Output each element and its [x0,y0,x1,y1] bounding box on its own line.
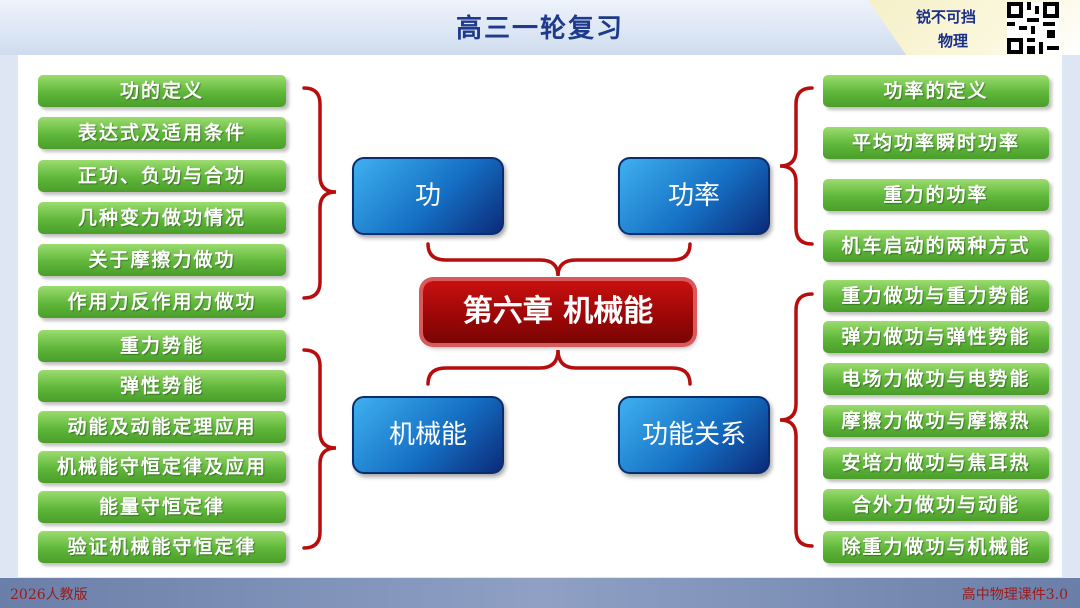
relation-item: 安培力做功与焦耳热 [823,447,1049,479]
power-item: 功率的定义 [823,75,1049,107]
relation-item: 摩擦力做功与摩擦热 [823,405,1049,437]
relation-item: 除重力做功与机械能 [823,531,1049,563]
relation-item: 弹力做功与弹性势能 [823,321,1049,353]
footer-bar [0,578,1080,608]
brand-line-1: 锐不可挡 [916,8,977,26]
hub-relation: 功能关系 [618,396,770,474]
energy-item: 弹性势能 [38,370,286,402]
footer-edition: 2026人教版 [10,587,88,603]
relation-item: 重力做功与重力势能 [823,280,1049,312]
page-title: 高三一轮复习 [455,14,624,44]
connector-bottom [426,349,692,386]
chapter-title: 第六章 机械能 [423,281,693,343]
energy-item: 重力势能 [38,330,286,362]
brace-work [302,86,337,300]
energy-item: 机械能守恒定律及应用 [38,451,286,483]
energy-item: 验证机械能守恒定律 [38,531,286,563]
connector-top [426,242,692,277]
hub-work: 功 [352,157,504,235]
hub-energy: 机械能 [352,396,504,474]
brace-energy [302,348,337,550]
work-item: 作用力反作用力做功 [38,286,286,318]
relation-item: 电场力做功与电势能 [823,363,1049,395]
work-item: 几种变力做功情况 [38,202,286,234]
relation-item: 合外力做功与动能 [823,489,1049,521]
power-item: 平均功率瞬时功率 [823,127,1049,159]
footer-course: 高中物理课件3.0 [961,587,1068,603]
work-item: 表达式及适用条件 [38,117,286,149]
hub-power: 功率 [618,157,770,235]
energy-item: 能量守恒定律 [38,491,286,523]
work-item: 关于摩擦力做功 [38,244,286,276]
work-item: 正功、负功与合功 [38,160,286,192]
brace-power [779,86,814,246]
work-item: 功的定义 [38,75,286,107]
qr-code-icon [1007,2,1059,54]
brand-line-2: 物理 [938,32,969,50]
power-item: 重力的功率 [823,179,1049,211]
power-item: 机车启动的两种方式 [823,230,1049,262]
brace-relation [779,292,814,548]
energy-item: 动能及动能定理应用 [38,411,286,443]
